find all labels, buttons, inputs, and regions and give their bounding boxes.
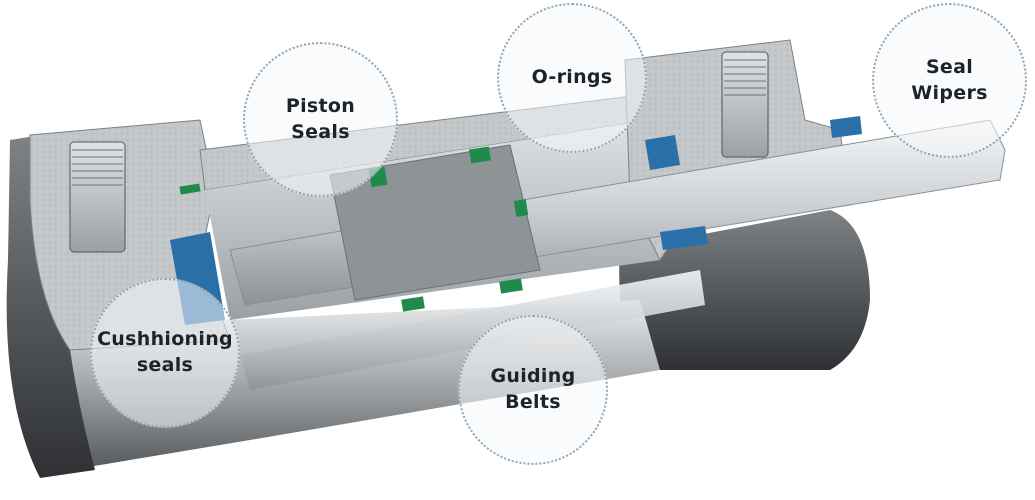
head-port xyxy=(69,141,126,253)
head-port-thread xyxy=(72,149,123,186)
callout-piston-seals: Piston Seals xyxy=(243,42,398,197)
callout-seal-wipers: Seal Wipers xyxy=(872,3,1027,158)
callout-label-guiding-belts: Guiding Belts xyxy=(490,365,576,413)
callout-cushioning-seals: Cushhioning seals xyxy=(90,278,240,428)
callout-label-o-rings: O-rings xyxy=(531,66,613,89)
green-seals xyxy=(179,146,529,312)
callout-label-piston-seals: Piston Seals xyxy=(285,94,356,143)
callout-label-cushioning-seals: Cushhioning seals xyxy=(97,328,233,376)
rod-end-cap xyxy=(619,210,870,370)
rod-lower-highlight xyxy=(240,270,705,390)
wiper-seal-shape xyxy=(830,116,862,138)
rod-seal-shape xyxy=(645,135,680,170)
rod-cap-port-thread xyxy=(724,59,766,96)
callout-label-seal-wipers: Seal Wipers xyxy=(911,55,988,104)
rod-cap-port xyxy=(721,51,769,158)
callout-guiding-belts: Guiding Belts xyxy=(458,315,608,465)
callout-o-rings: O-rings xyxy=(497,3,647,153)
rod-seal-lower-shape xyxy=(660,226,708,250)
